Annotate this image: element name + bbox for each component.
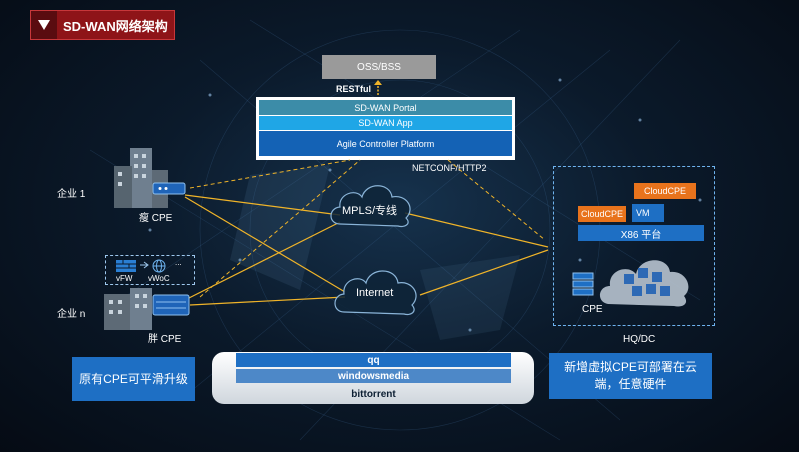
pipe-lane-windowsmedia: windowsmedia bbox=[236, 369, 511, 383]
left-note-text: 原有CPE可平滑升级 bbox=[79, 371, 188, 386]
thin-cpe-label: 瘦 CPE bbox=[139, 213, 173, 224]
restful-label: RESTful bbox=[336, 84, 371, 94]
hq-dc-frame bbox=[553, 166, 715, 326]
title-badge: SD-WAN网络架构 bbox=[30, 10, 175, 40]
router-icon bbox=[152, 182, 186, 195]
fat-router-icon bbox=[152, 294, 190, 316]
internet-label: Internet bbox=[356, 287, 394, 299]
vm-label: VM bbox=[636, 208, 650, 218]
cloudcpe-top-box: CloudCPE bbox=[634, 183, 696, 199]
mpls-cloud-icon bbox=[330, 185, 411, 228]
vnf-box: ... vFW vWoC bbox=[105, 255, 195, 285]
netconf-label: NETCONF/HTTP2 bbox=[412, 163, 487, 173]
cpe-server-icon bbox=[572, 272, 594, 296]
platform-label: Agile Controller Platform bbox=[336, 138, 435, 149]
agile-controller-layer: Agile Controller Platform bbox=[259, 131, 512, 156]
more-label: ... bbox=[175, 258, 182, 267]
x86-platform-box: X86 平台 bbox=[578, 225, 704, 241]
x86-label: X86 平台 bbox=[620, 229, 662, 241]
sd-wan-app-layer: SD-WAN App bbox=[259, 116, 512, 130]
mpls-label: MPLS/专线 bbox=[342, 205, 398, 217]
hq-cpe-label: CPE bbox=[582, 304, 603, 315]
sd-wan-portal-layer: SD-WAN Portal bbox=[259, 100, 512, 115]
arrow-right-icon bbox=[140, 261, 149, 269]
cloudcpe-left-box: CloudCPE bbox=[578, 206, 626, 222]
bittorrent-label: bittorrent bbox=[351, 388, 396, 400]
oss-bss-label: OSS/BSS bbox=[357, 61, 401, 73]
enterprise-1-label: 企业 1 bbox=[57, 189, 86, 200]
cloudcpe-left-label: CloudCPE bbox=[580, 209, 624, 219]
vfw-label: vFW bbox=[116, 274, 133, 283]
cloudcpe-top-label: CloudCPE bbox=[643, 186, 687, 196]
traffic-pipe: qq windowsmedia bittorrent bbox=[212, 352, 534, 404]
fat-cpe-label: 胖 CPE bbox=[148, 334, 182, 345]
building-icon bbox=[114, 148, 168, 208]
vwoc-label: vWoC bbox=[148, 274, 170, 283]
hq-dc-label: HQ/DC bbox=[623, 334, 656, 345]
qq-label: qq bbox=[367, 354, 380, 366]
vm-box: VM bbox=[632, 204, 664, 222]
restful-arrow-icon bbox=[374, 80, 382, 95]
enterprise-n-label: 企业 n bbox=[57, 309, 86, 320]
left-note: 原有CPE可平滑升级 bbox=[72, 357, 195, 401]
windowsmedia-label: windowsmedia bbox=[337, 370, 410, 382]
internet-cloud-icon bbox=[334, 270, 417, 316]
pipe-lane-qq: qq bbox=[236, 353, 511, 367]
app-label: SD-WAN App bbox=[358, 118, 413, 128]
right-note: 新增虚拟CPE可部署在云端，任意硬件 bbox=[549, 353, 712, 399]
server-cloud-icon bbox=[599, 260, 689, 307]
firewall-icon bbox=[116, 260, 136, 272]
globe-icon bbox=[152, 259, 166, 273]
arrow-down-icon bbox=[31, 11, 57, 39]
page-title: SD-WAN网络架构 bbox=[63, 18, 168, 34]
building-n-icon bbox=[104, 288, 152, 330]
controller-stack: SD-WAN Portal SD-WAN App Agile Controlle… bbox=[256, 97, 515, 160]
right-note-text: 新增虚拟CPE可部署在云端，任意硬件 bbox=[564, 360, 697, 391]
pipe-lane-bittorrent: bittorrent bbox=[236, 387, 511, 401]
portal-label: SD-WAN Portal bbox=[354, 102, 417, 113]
oss-bss-box: OSS/BSS bbox=[322, 55, 436, 79]
